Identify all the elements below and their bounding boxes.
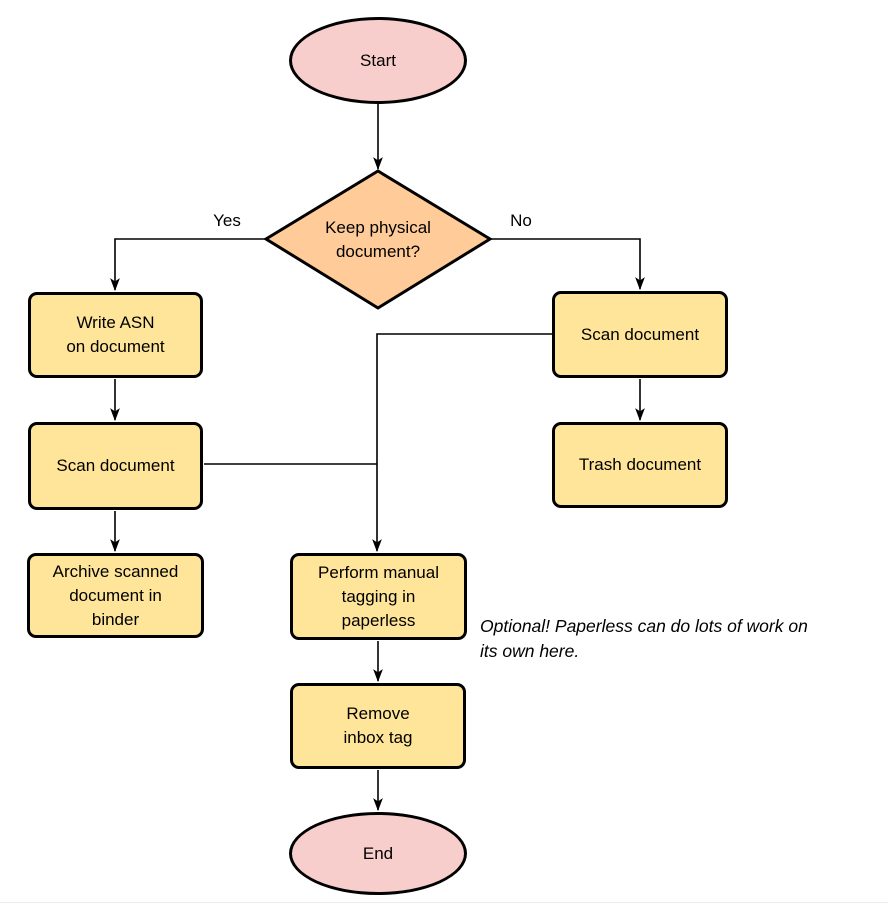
node-archive-label: Archive scanned document in binder bbox=[52, 561, 179, 629]
edge-decision-yes-to-write-asn bbox=[110, 238, 266, 292]
edge-label-no: No bbox=[510, 211, 532, 230]
node-trash-document: Trash document bbox=[552, 422, 728, 508]
node-start: Start bbox=[289, 17, 467, 104]
node-write-asn-label: Write ASN on document bbox=[66, 313, 165, 356]
node-end: End bbox=[289, 812, 467, 895]
node-tagging-label: Perform manual tagging in paperless bbox=[318, 562, 439, 630]
decision-diamond bbox=[263, 169, 493, 310]
node-scan-left-label: Scan document bbox=[56, 456, 175, 475]
bottom-divider bbox=[0, 902, 888, 903]
edge-scan-right-to-tagging bbox=[372, 333, 553, 553]
node-remove-inbox-tag: Remove inbox tag bbox=[290, 683, 466, 769]
node-write-asn: Write ASN on document bbox=[28, 292, 203, 378]
edge-label-yes: Yes bbox=[213, 211, 241, 230]
node-start-label: Start bbox=[360, 50, 396, 70]
node-remove-inbox-label: Remove inbox tag bbox=[343, 704, 413, 747]
node-trash-label: Trash document bbox=[578, 455, 702, 474]
node-manual-tagging: Perform manual tagging in paperless bbox=[290, 553, 467, 640]
edge-decision-no-to-scan-right bbox=[489, 238, 645, 291]
node-decision-label: Keep physical document? bbox=[286, 192, 470, 288]
node-scan-document-right: Scan document bbox=[552, 291, 728, 378]
node-scan-right-label: Scan document bbox=[580, 324, 700, 344]
node-archive-binder: Archive scanned document in binder bbox=[27, 553, 204, 638]
node-end-label: End bbox=[362, 843, 394, 863]
decision-text: Keep physical document? bbox=[325, 218, 431, 261]
optional-note: Optional! Paperless can do lots of work … bbox=[480, 616, 808, 661]
node-scan-document-left: Scan document bbox=[28, 422, 203, 510]
